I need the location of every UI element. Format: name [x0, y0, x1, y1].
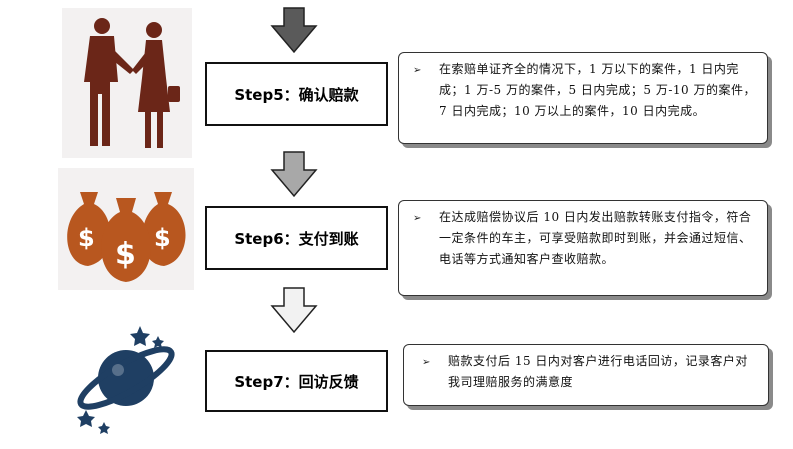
- flow-arrow-down-icon: [270, 151, 318, 198]
- step6-label: Step6：支付到账: [234, 229, 359, 248]
- step6-note: ➢ 在达成赔偿协议后 10 日内发出赔款转账支付指令，符合一定条件的车主，可享受…: [398, 200, 768, 296]
- flow-arrow-down-icon: [270, 7, 318, 54]
- step6-box: Step6：支付到账: [205, 206, 388, 270]
- step7-box: Step7：回访反馈: [205, 350, 388, 412]
- step5-note-text: 在索赔单证齐全的情况下，1 万以下的案件，1 日内完成；1 万-5 万的案件，5…: [439, 62, 756, 118]
- step6-note-text: 在达成赔偿协议后 10 日内发出赔款转账支付指令，符合一定条件的车主，可享受赔款…: [439, 210, 752, 266]
- step7-note-text: 赔款支付后 15 日内对客户进行电话回访，记录客户对我司理赔服务的满意度: [448, 354, 748, 389]
- step6-bullet-icon: ➢: [413, 213, 422, 224]
- step7-bullet-icon: ➢: [422, 357, 431, 368]
- handshake-icon: [62, 8, 192, 158]
- svg-text:$: $: [154, 224, 171, 252]
- money-bags-icon: $ $ $: [58, 168, 194, 290]
- step5-note: ➢ 在索赔单证齐全的情况下，1 万以下的案件，1 日内完成；1 万-5 万的案件…: [398, 52, 768, 144]
- step5-box: Step5：确认赔款: [205, 62, 388, 126]
- flow-arrow-down-icon: [270, 287, 318, 334]
- step7-note: ➢ 赔款支付后 15 日内对客户进行电话回访，记录客户对我司理赔服务的满意度: [403, 344, 769, 406]
- svg-text:$: $: [115, 237, 136, 272]
- svg-text:$: $: [78, 224, 95, 252]
- step7-label: Step7：回访反馈: [234, 372, 359, 391]
- planet-icon: [70, 318, 182, 434]
- step5-bullet-icon: ➢: [413, 65, 422, 76]
- step5-label: Step5：确认赔款: [234, 85, 359, 104]
